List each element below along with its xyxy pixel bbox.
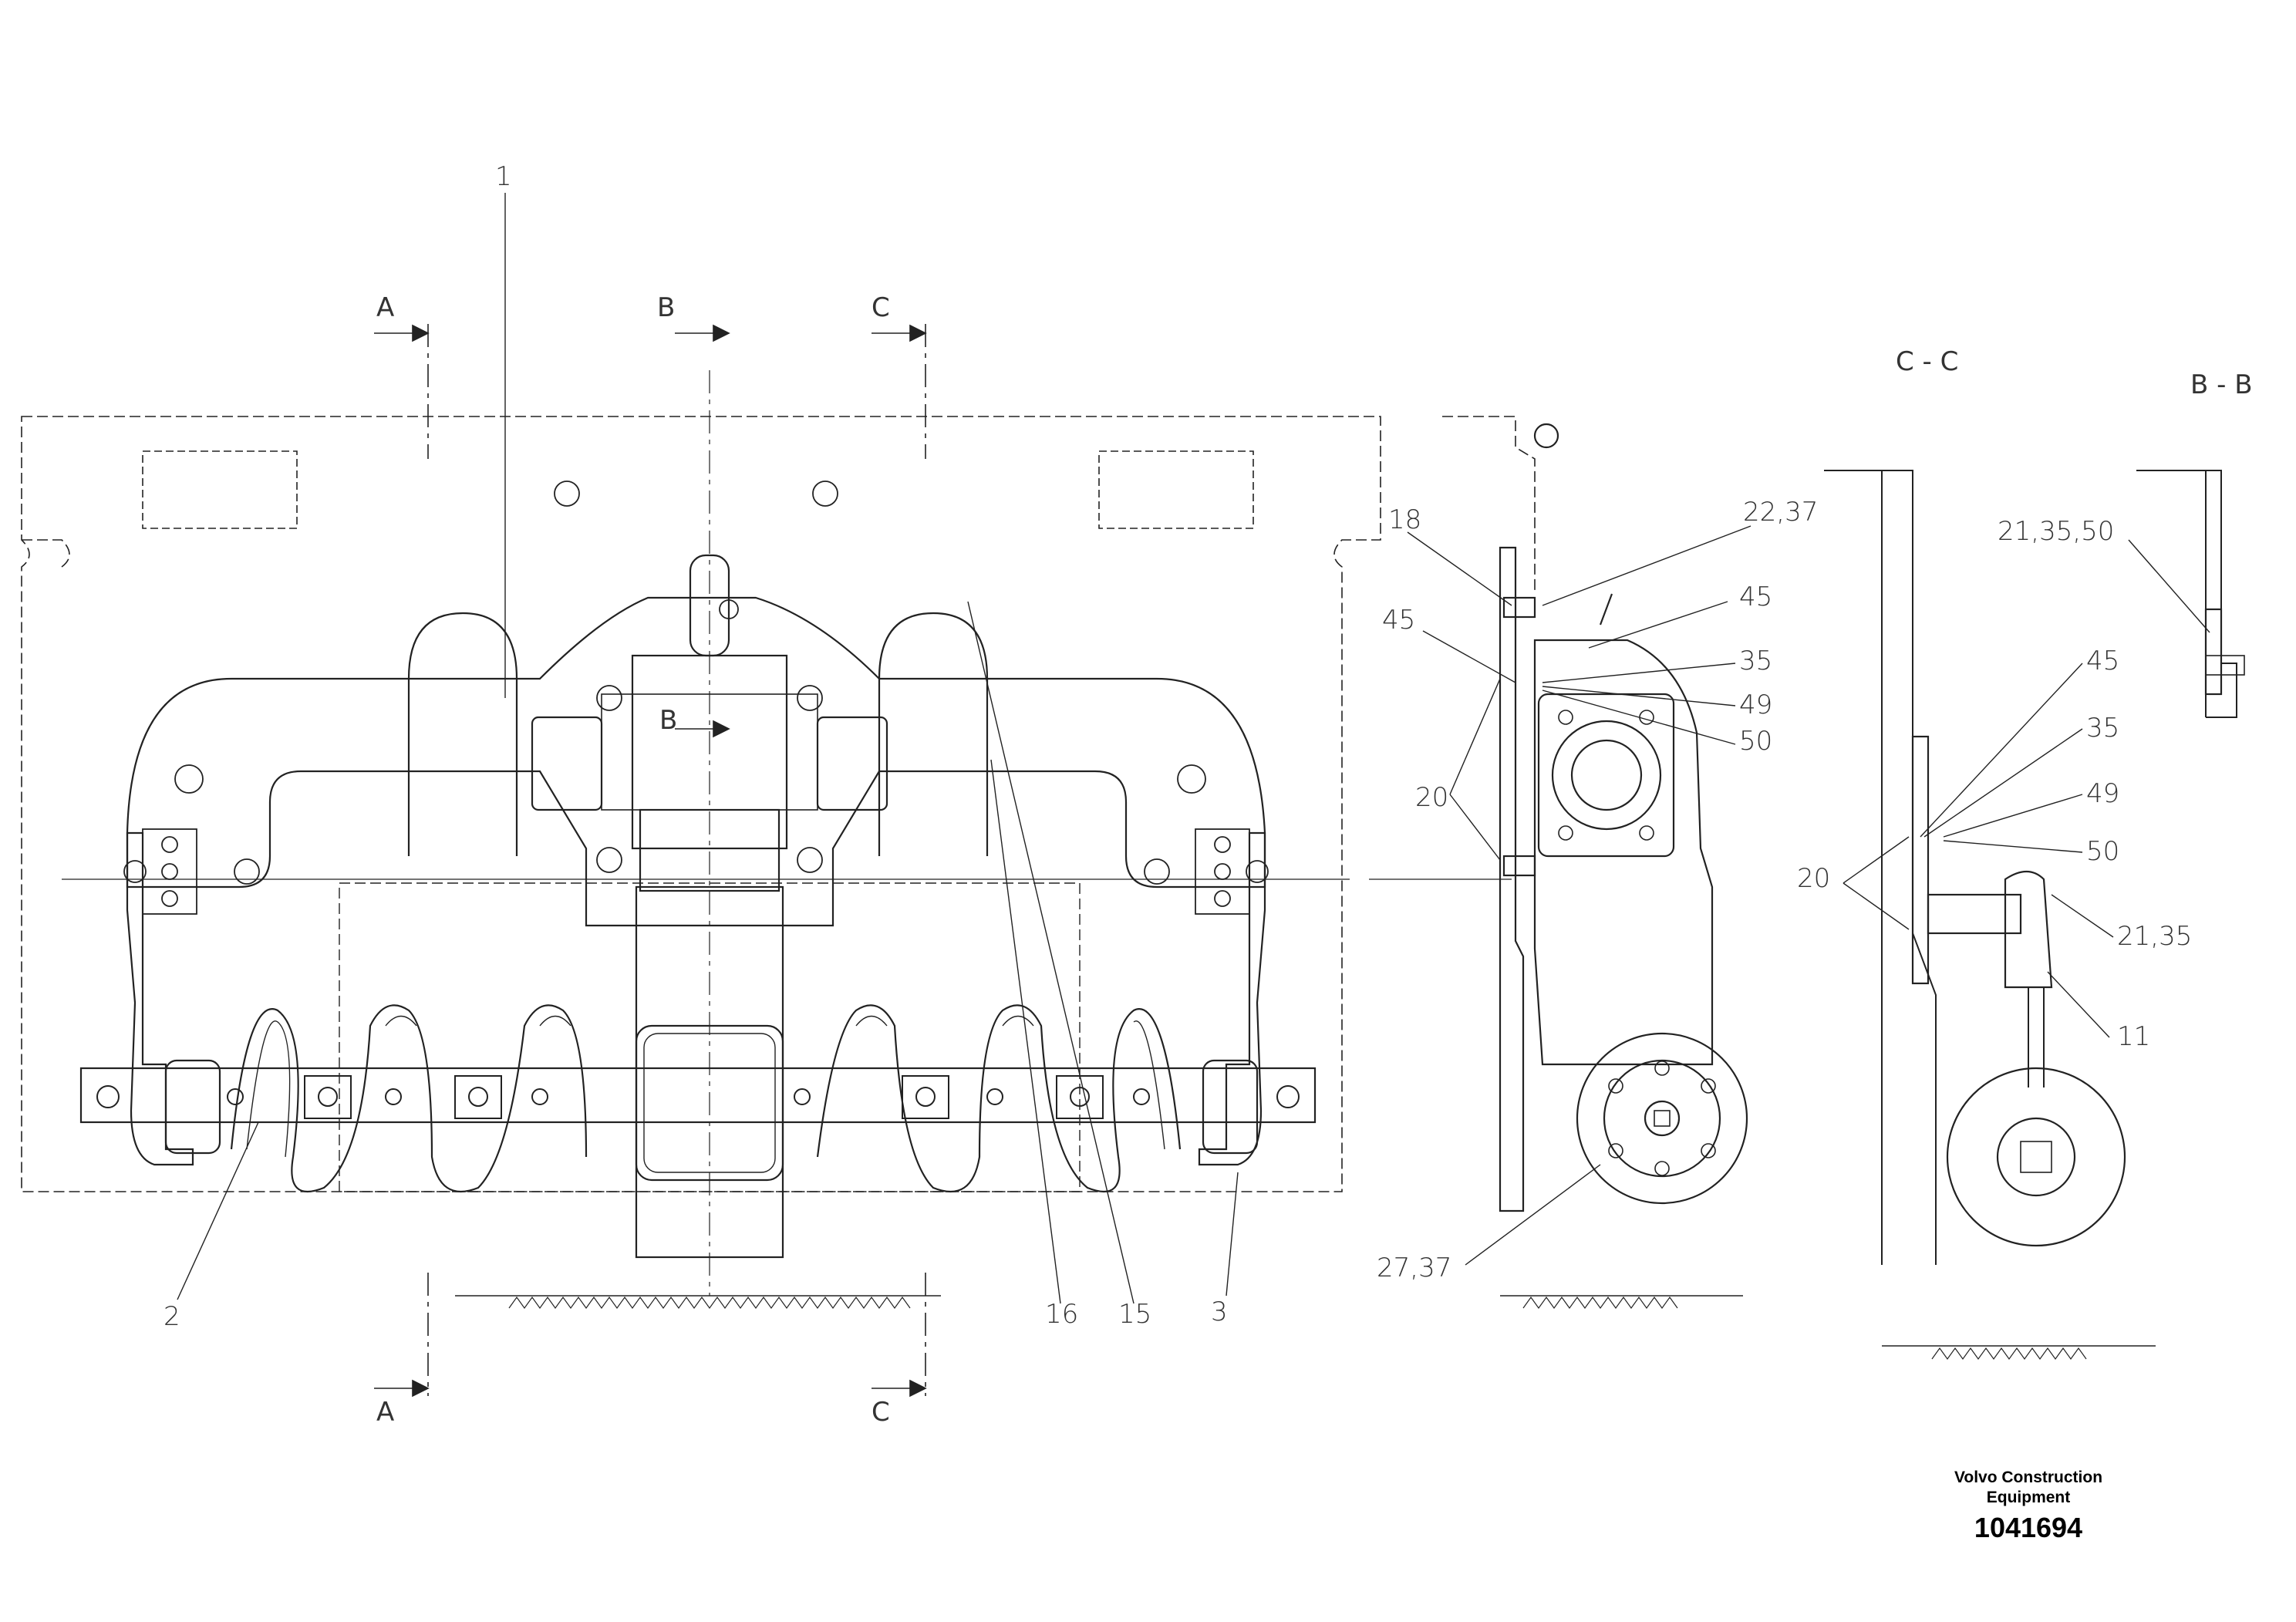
label-21-35: 21,35 (2117, 921, 2192, 952)
section-c-top: C (872, 292, 890, 323)
label-22-37: 22,37 (1743, 497, 1818, 528)
label-45-right: 45 (1739, 582, 1772, 612)
part-labels: 1 2 3 15 16 18 22,37 45 45 35 49 50 20 2… (164, 161, 2192, 1332)
view-title-cc: C - C (1896, 346, 1958, 377)
label-35: 35 (1739, 646, 1772, 676)
label-35-cc: 35 (2086, 713, 2119, 744)
label-50: 50 (1739, 726, 1772, 757)
label-3: 3 (1211, 1297, 1228, 1327)
section-b-b (2128, 470, 2245, 718)
section-b-top: B (657, 292, 675, 323)
label-49-cc: 49 (2086, 778, 2119, 809)
label-45-left: 45 (1382, 605, 1415, 636)
label-15: 15 (1118, 1299, 1151, 1330)
section-c-c (1824, 470, 2156, 1361)
label-21-35-50: 21,35,50 (1998, 516, 2114, 547)
label-50-cc: 50 (2086, 836, 2119, 867)
label-2: 2 (164, 1301, 180, 1332)
side-view (1369, 416, 1752, 1310)
section-markers: A B C B A C C - C B - B (376, 292, 2253, 1428)
section-a-bottom: A (376, 1397, 394, 1428)
view-title-bb: B - B (2190, 369, 2253, 400)
company-name-line2: Equipment (1986, 1489, 2071, 1506)
label-27-37: 27,37 (1377, 1253, 1451, 1283)
section-b-mid: B (659, 705, 677, 736)
label-16: 16 (1045, 1299, 1078, 1330)
front-view (21, 193, 1381, 1398)
label-45-cc: 45 (2086, 646, 2119, 676)
label-11: 11 (2117, 1021, 2150, 1052)
label-18: 18 (1388, 504, 1421, 535)
label-1: 1 (495, 161, 512, 192)
label-49: 49 (1739, 690, 1772, 720)
label-20-cc: 20 (1797, 863, 1830, 894)
label-20: 20 (1415, 782, 1448, 813)
section-c-bottom: C (872, 1397, 890, 1428)
document-number: 1041694 (1974, 1512, 2083, 1543)
company-name-line1: Volvo Construction (1954, 1469, 2103, 1486)
section-a-top: A (376, 292, 394, 323)
